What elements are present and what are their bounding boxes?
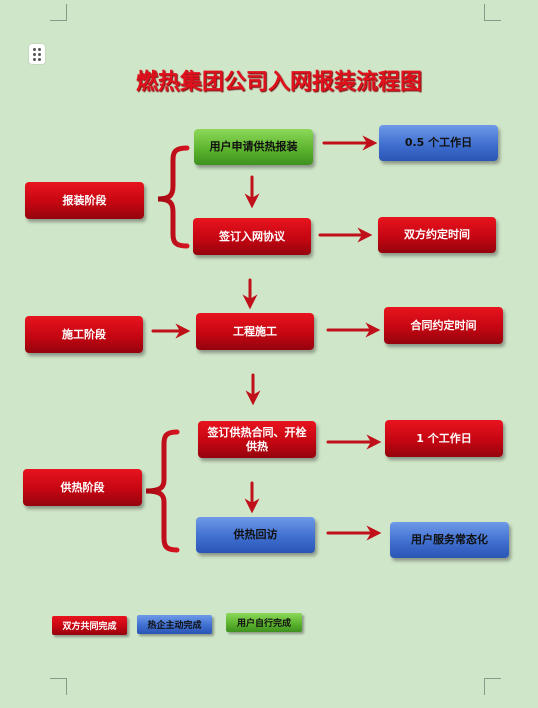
step-user-service: 用户服务常态化 [390, 522, 509, 558]
step-sign-agreement: 签订入网协议 [193, 218, 311, 255]
crop-mark-top-left [50, 4, 67, 21]
stage-construction: 施工阶段 [25, 316, 143, 353]
step-sign-contract: 签订供热合同、开栓供热 [198, 421, 316, 458]
brace-supply [145, 429, 180, 553]
step-contract-time: 合同约定时间 [384, 307, 503, 344]
legend-joint: 双方共同完成 [52, 616, 127, 635]
crop-mark-top-right [484, 4, 501, 21]
crop-mark-bottom-left [50, 678, 67, 695]
brace-install [157, 145, 190, 249]
step-apply: 用户申请供热报装 [194, 129, 313, 165]
legend-company: 热企主动完成 [137, 615, 212, 634]
step-return-visit: 供热回访 [196, 517, 315, 553]
crop-mark-bottom-right [484, 678, 501, 695]
step-construction-work: 工程施工 [196, 313, 314, 350]
step-apply-time: 0.5 个工作日 [379, 125, 498, 161]
legend-user: 用户自行完成 [226, 613, 302, 632]
stage-supply: 供热阶段 [23, 469, 142, 506]
stage-install: 报装阶段 [25, 182, 144, 219]
step-agreed-time: 双方约定时间 [378, 217, 496, 253]
step-one-day: 1 个工作日 [385, 420, 503, 457]
drag-handle-icon[interactable] [29, 44, 45, 64]
diagram-title: 燃热集团公司入网报装流程图 [135, 70, 422, 95]
